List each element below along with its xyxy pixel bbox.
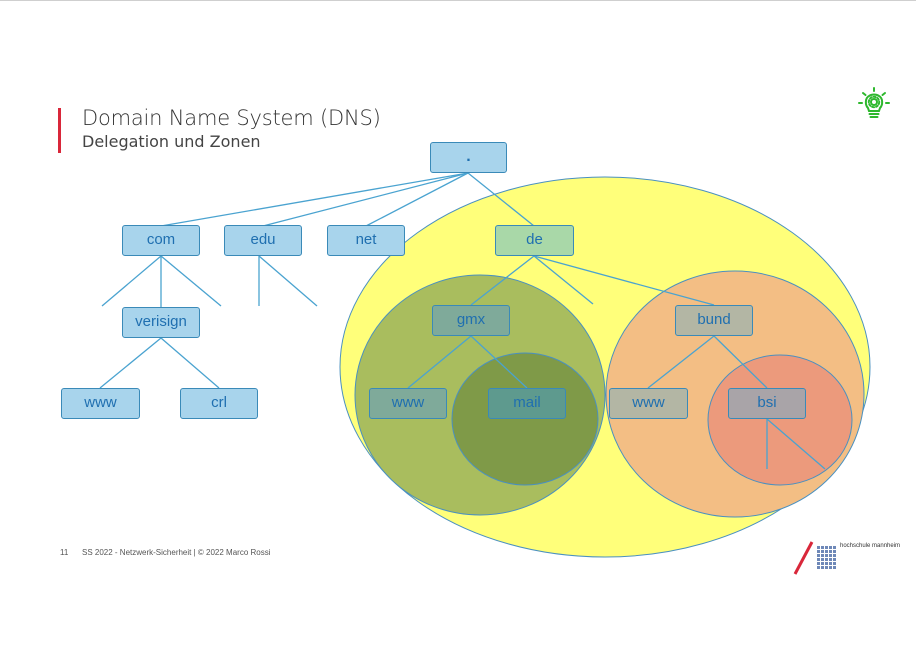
node-gmx: gmx (432, 305, 510, 336)
zone-bsi (707, 354, 853, 486)
hochschule-mannheim-logo (793, 541, 814, 575)
node-crl: crl (180, 388, 258, 419)
node-com: com (122, 225, 200, 256)
tree-connectors (99, 172, 826, 470)
page-number: 11 (60, 548, 69, 557)
node-verisign: verisign (122, 307, 200, 338)
slide-subtitle: Delegation und Zonen (82, 132, 261, 151)
node-verisign-www: www (61, 388, 140, 419)
slide-title: Domain Name System (DNS) (82, 106, 381, 130)
node-net: net (327, 225, 405, 256)
node-gmx-www: www (369, 388, 447, 419)
node-bsi: bsi (728, 388, 806, 419)
logo-grid-icon (817, 546, 836, 569)
node-mail: mail (488, 388, 566, 419)
node-edu: edu (224, 225, 302, 256)
logo-text: hochschule mannheim (840, 543, 901, 549)
node-root: . (430, 142, 507, 173)
title-accent-bar (58, 108, 61, 153)
top-border-line (0, 0, 916, 1)
node-de: de (495, 225, 574, 256)
lightbulb-gear-icon (858, 87, 890, 118)
node-bund: bund (675, 305, 753, 336)
zone-mail (451, 352, 599, 486)
footer-text: SS 2022 - Netzwerk-Sicherheit | © 2022 M… (82, 548, 271, 557)
node-bund-www: www (609, 388, 688, 419)
